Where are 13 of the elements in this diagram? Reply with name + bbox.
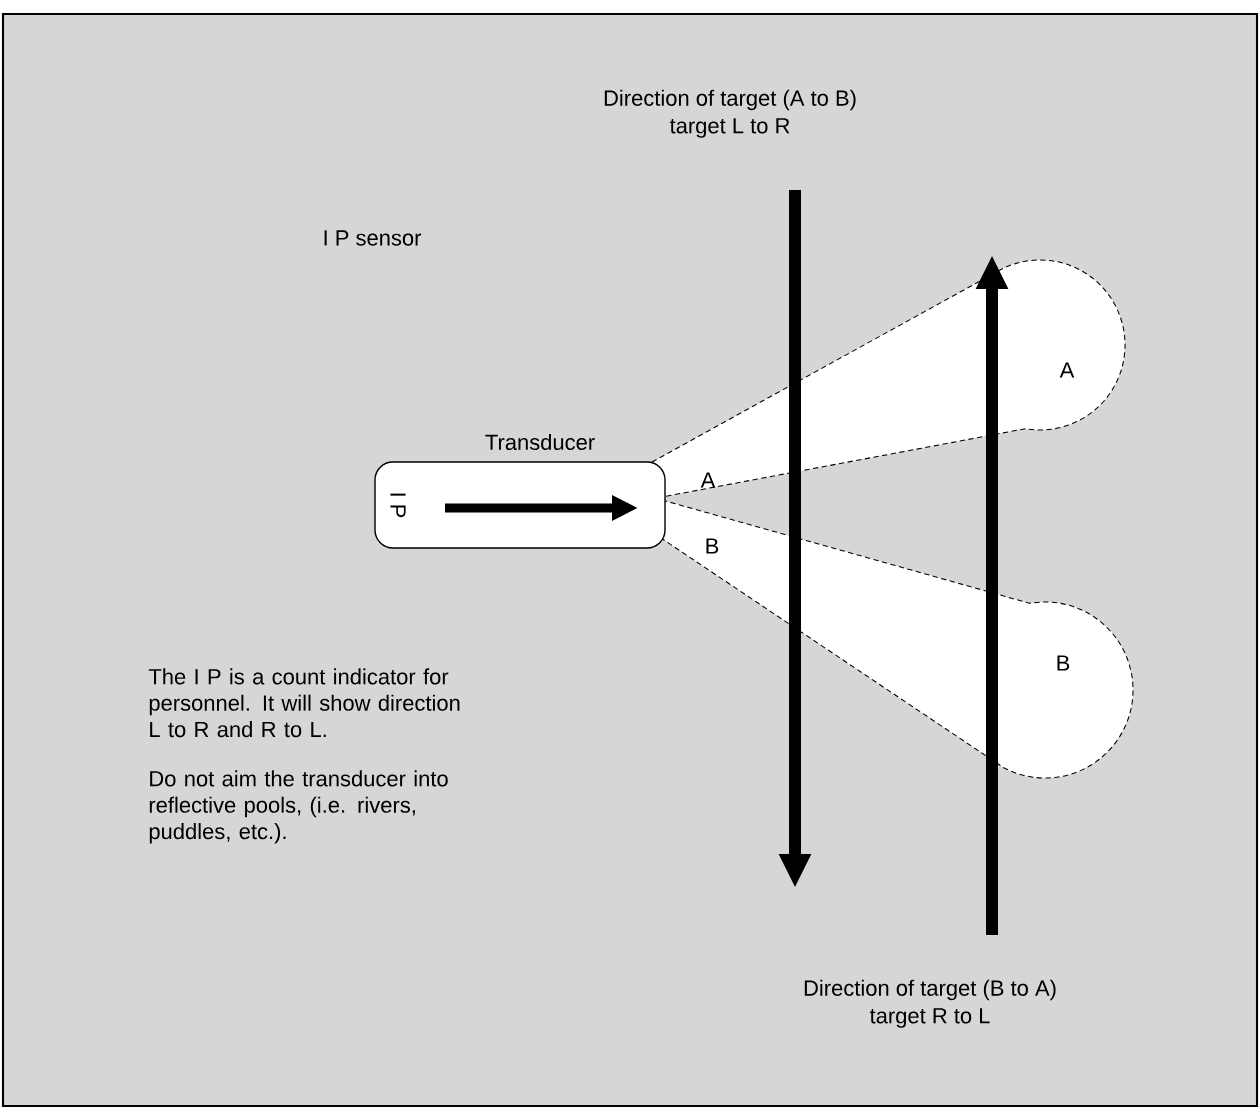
caption-label: Transducer <box>485 433 595 451</box>
transducer-box: I P <box>374 461 666 549</box>
lobe-label: B <box>1057 655 1070 671</box>
direction-label: Direction of target (B to A) <box>804 979 1056 1001</box>
direction-label: target R to L <box>869 1008 990 1028</box>
lobe-label: A <box>1059 362 1075 378</box>
direction-label: Direction of target (A to B) <box>604 89 856 111</box>
beam-label: A <box>700 472 716 488</box>
note-text: The I P is a count indicator for personnel. It will show direction L to R and R to L. <box>148 668 460 738</box>
beam-label: B <box>706 538 719 554</box>
direction-label: target L to R <box>669 118 790 138</box>
note-text: Do not aim the transducer into reflective pools, (i.e. rivers, puddles, etc.). <box>149 770 448 844</box>
sensor-label: I P sensor <box>324 230 422 246</box>
